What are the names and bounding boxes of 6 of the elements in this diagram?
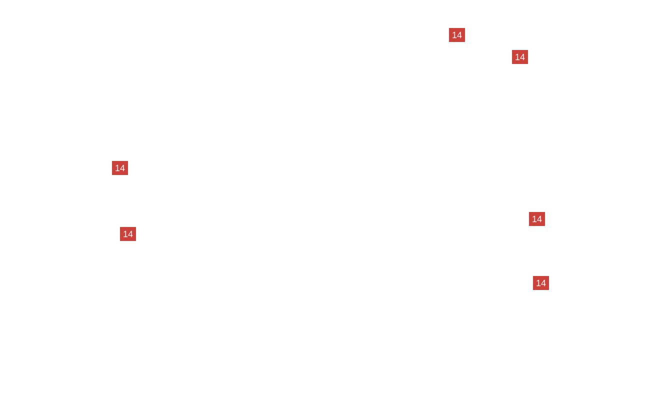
callout-number: 14 xyxy=(449,28,465,42)
callout-number: 14 xyxy=(533,276,549,290)
callout-number: 14 xyxy=(112,161,128,175)
callout-number: 14 xyxy=(120,227,136,241)
callout-number: 14 xyxy=(512,50,528,64)
callout-number: 14 xyxy=(529,212,545,226)
